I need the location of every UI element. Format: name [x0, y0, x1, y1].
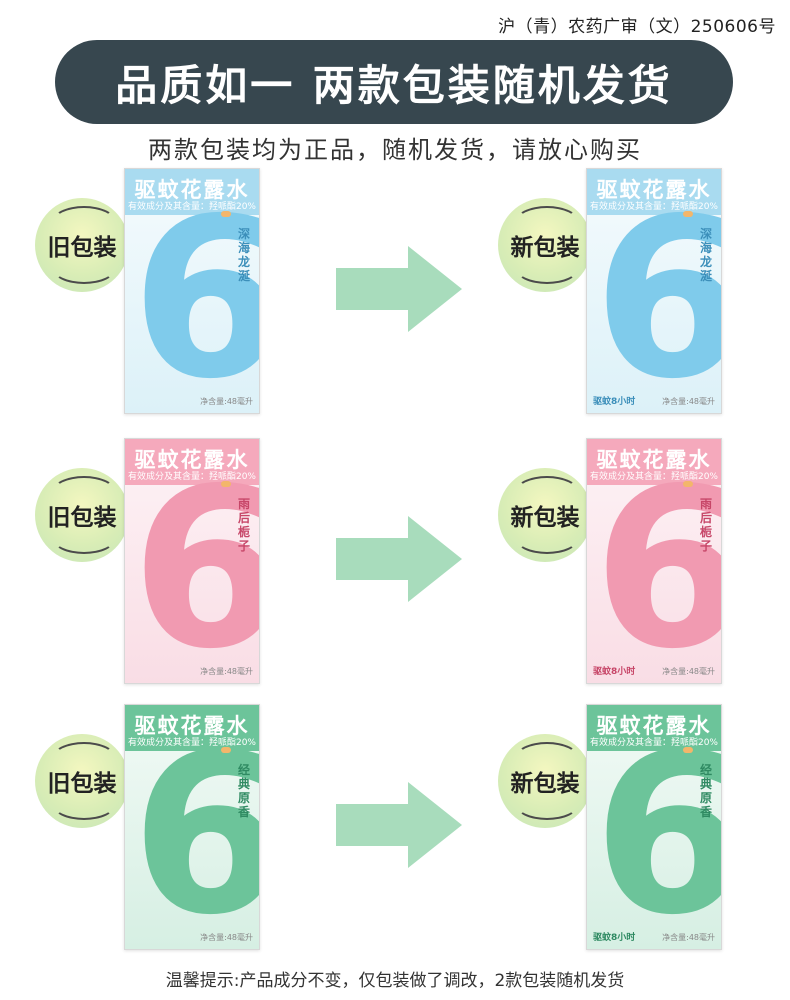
arrow-right-icon: [336, 516, 462, 602]
net-content: 净含量:48毫升: [662, 397, 715, 406]
logo-dot: [683, 211, 693, 217]
product-name: 驱蚊花露水: [596, 178, 712, 202]
old-package-green: 6 驱蚊花露水 有效成分及其含量：羟哌酯20% 经典原香 净含量:48毫升: [124, 704, 260, 950]
box-header: [587, 439, 721, 485]
box-header: [587, 705, 721, 751]
arrow-right-icon: [336, 246, 462, 332]
net-content: 净含量:48毫升: [662, 933, 715, 942]
scent-label: 雨后栀子: [699, 497, 712, 553]
box-digit: 6: [131, 459, 259, 679]
approval-number: 沪（青）农药广审（文）250606号: [498, 17, 776, 37]
effect-label: 驱蚊8小时: [593, 933, 636, 943]
box-digit: 6: [131, 725, 259, 945]
logo-dot: [221, 211, 231, 217]
product-spec: 有效成分及其含量：羟哌酯20%: [589, 202, 718, 212]
box-header: [587, 169, 721, 215]
old-package-tag: 旧包装: [35, 734, 129, 828]
old-package-blue: 6 驱蚊花露水 有效成分及其含量：羟哌酯20% 深海龙涎 净含量:48毫升: [124, 168, 260, 414]
new-package-blue: 6 驱蚊花露水 有效成分及其含量：羟哌酯20% 深海龙涎 驱蚊8小时 净含量:4…: [586, 168, 722, 414]
box-digit: 6: [593, 725, 721, 945]
footer-note: 温馨提示:产品成分不变，仅包装做了调改，2款包装随机发货: [165, 971, 625, 991]
product-spec: 有效成分及其含量：羟哌酯20%: [589, 472, 718, 482]
arrow-right-icon: [336, 782, 462, 868]
scent-label: 经典原香: [237, 763, 250, 819]
old-package-tag: 旧包装: [35, 198, 129, 292]
product-name: 驱蚊花露水: [596, 448, 712, 472]
scent-label: 雨后栀子: [237, 497, 250, 553]
package-row-pink: 旧包装 6 驱蚊花露水 有效成分及其含量：羟哌酯20% 雨后栀子 净含量:48毫…: [0, 438, 790, 688]
box-digit: 6: [593, 189, 721, 409]
scent-label: 深海龙涎: [237, 227, 250, 283]
box-digit: 6: [131, 189, 259, 409]
net-content: 净含量:48毫升: [662, 667, 715, 676]
product-spec: 有效成分及其含量：羟哌酯20%: [127, 472, 256, 482]
net-content: 净含量:48毫升: [200, 397, 253, 406]
subtitle: 两款包装均为正品，随机发货，请放心购买: [148, 136, 642, 164]
box-digit: 6: [593, 459, 721, 679]
box-header: [125, 169, 259, 215]
new-package-pink: 6 驱蚊花露水 有效成分及其含量：羟哌酯20% 雨后栀子 驱蚊8小时 净含量:4…: [586, 438, 722, 684]
new-package-tag: 新包装: [498, 198, 592, 292]
product-spec: 有效成分及其含量：羟哌酯20%: [127, 738, 256, 748]
product-name: 驱蚊花露水: [134, 714, 250, 738]
box-header: [125, 705, 259, 751]
old-package-pink: 6 驱蚊花露水 有效成分及其含量：羟哌酯20% 雨后栀子 净含量:48毫升: [124, 438, 260, 684]
package-row-blue: 旧包装 6 驱蚊花露水 有效成分及其含量：羟哌酯20% 深海龙涎 净含量:48毫…: [0, 168, 790, 418]
effect-label: 驱蚊8小时: [593, 667, 636, 677]
logo-dot: [221, 481, 231, 487]
product-spec: 有效成分及其含量：羟哌酯20%: [127, 202, 256, 212]
old-package-tag: 旧包装: [35, 468, 129, 562]
scent-label: 深海龙涎: [699, 227, 712, 283]
new-package-tag: 新包装: [498, 734, 592, 828]
product-name: 驱蚊花露水: [596, 714, 712, 738]
product-name: 驱蚊花露水: [134, 448, 250, 472]
package-row-green: 旧包装 6 驱蚊花露水 有效成分及其含量：羟哌酯20% 经典原香 净含量:48毫…: [0, 704, 790, 954]
net-content: 净含量:48毫升: [200, 667, 253, 676]
logo-dot: [221, 747, 231, 753]
scent-label: 经典原香: [699, 763, 712, 819]
logo-dot: [683, 481, 693, 487]
product-spec: 有效成分及其含量：羟哌酯20%: [589, 738, 718, 748]
new-package-green: 6 驱蚊花露水 有效成分及其含量：羟哌酯20% 经典原香 驱蚊8小时 净含量:4…: [586, 704, 722, 950]
effect-label: 驱蚊8小时: [593, 397, 636, 407]
title-banner: 品质如一 两款包装随机发货: [55, 40, 733, 124]
new-package-tag: 新包装: [498, 468, 592, 562]
logo-dot: [683, 747, 693, 753]
product-name: 驱蚊花露水: [134, 178, 250, 202]
box-header: [125, 439, 259, 485]
net-content: 净含量:48毫升: [200, 933, 253, 942]
